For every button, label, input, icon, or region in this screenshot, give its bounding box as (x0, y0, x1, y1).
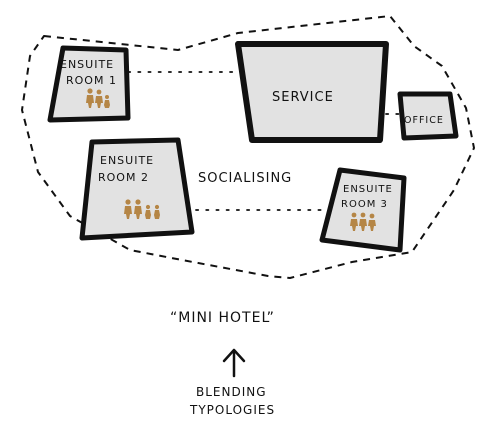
ensuite-room-1-label-line1: ENSUITE (60, 58, 114, 71)
ensuite-room-3-label-line2: ROOM 3 (341, 199, 388, 210)
ensuite-room-2: ENSUITE ROOM 2 (79, 137, 195, 241)
ensuite-room-1: ENSUITE ROOM 1 (47, 45, 131, 123)
ensuite-room-2-box (79, 137, 195, 241)
service-room: SERVICE (235, 41, 389, 143)
ensuite-room-2-label-line1: ENSUITE (100, 154, 154, 167)
building-boundary (21, 15, 475, 279)
family-figures-icon (86, 88, 110, 108)
ensuite-room-3-label-line1: ENSUITE (343, 184, 393, 195)
ensuite-room-3: ENSUITE ROOM 3 (319, 167, 407, 253)
service-room-box (235, 41, 389, 143)
office-room: OFFICE (397, 91, 459, 141)
ensuite-room-2-label-line2: ROOM 2 (98, 171, 149, 184)
service-room-label: SERVICE (272, 90, 334, 105)
arrow-up-icon (222, 348, 246, 378)
socialising-zone-label: SOCIALISING (198, 171, 292, 186)
ensuite-room-3-box (319, 167, 407, 253)
family-figures-icon (124, 199, 160, 219)
diagram-title: “MINI HOTEL” (170, 310, 275, 326)
ensuite-room-1-label-line2: ROOM 1 (66, 74, 117, 87)
subtitle-line-1: BLENDING (196, 385, 267, 399)
family-figures-icon (350, 212, 376, 231)
office-room-box (397, 91, 459, 141)
office-room-label: OFFICE (404, 115, 444, 126)
subtitle-line-2: TYPOLOGIES (189, 403, 275, 417)
